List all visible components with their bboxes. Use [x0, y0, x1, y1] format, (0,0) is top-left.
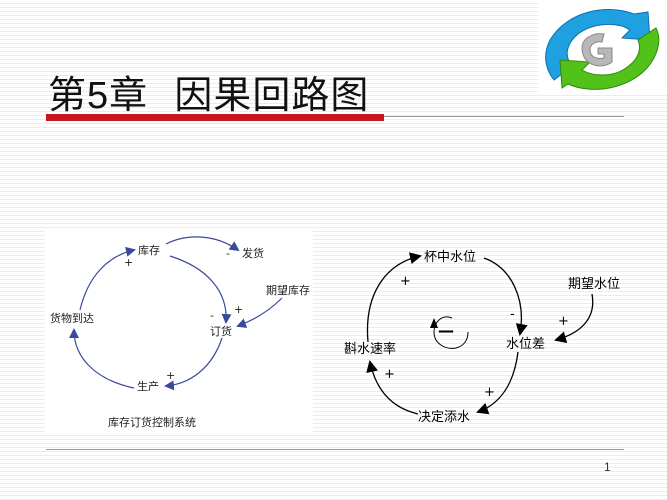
sign-decide-plus: + [484, 385, 495, 400]
arc-inventory-to-shipping [165, 236, 240, 252]
arc-ordering-to-production [164, 337, 223, 391]
sign-ordering-plus: + [234, 303, 243, 316]
node-shipping: 发货 [242, 246, 264, 260]
inventory-caption: 库存订货控制系统 [108, 415, 196, 429]
page-number: 1 [604, 460, 611, 474]
arc-desired-to-gap [554, 293, 594, 344]
arc-desired-to-ordering [236, 297, 283, 328]
title-number: 5 [87, 75, 110, 117]
node-inventory: 库存 [138, 243, 160, 257]
node-desired-inventory: 期望库存 [266, 283, 310, 297]
title-suffix: 章 [109, 73, 149, 117]
title-prefix: 第 [48, 73, 88, 117]
node-cup-level: 杯中水位 [424, 250, 476, 265]
arc-arrival-to-inventory [79, 246, 136, 311]
loop-indicator-arrowhead [430, 318, 438, 328]
arc-production-to-arrival [69, 328, 135, 389]
sign-pour-plus: + [384, 367, 395, 382]
title-underline-red [46, 114, 384, 121]
sign-production-plus: + [166, 369, 175, 382]
arc-inventory-to-ordering [169, 255, 232, 324]
node-pour-rate: 斟水速率 [344, 341, 396, 357]
node-goods-arrival: 货物到达 [50, 311, 94, 325]
logo [538, 0, 667, 92]
sign-shipping-minus: - [226, 247, 230, 260]
sign-desired-plus: + [558, 314, 569, 329]
node-production: 生产 [137, 379, 159, 393]
node-decide-add: 决定添水 [418, 410, 470, 425]
inventory-diagram-panel [45, 230, 313, 435]
title-underline-gray [384, 116, 624, 117]
sign-gap-minus: - [510, 307, 515, 322]
sign-cup-plus: + [400, 274, 411, 289]
node-level-gap: 水位差 [506, 337, 545, 352]
sign-inventory-plus: + [124, 256, 133, 269]
footer-rule [46, 449, 624, 450]
node-ordering: 订货 [210, 324, 232, 338]
title-text: 因果回路图 [174, 73, 370, 117]
arc-pour-to-cup [366, 252, 422, 343]
page-title: 第5章 因果回路图 [48, 64, 369, 119]
refresh-logo-icon [545, 9, 660, 90]
loop-indicator-arc [433, 316, 469, 349]
node-desired-level: 期望水位 [568, 276, 620, 292]
arc-gap-to-decide [476, 351, 519, 415]
arc-cup-to-gap [483, 257, 528, 336]
arc-decide-to-pour [366, 360, 419, 415]
sign-ordering-minus: - [210, 309, 214, 322]
loop-symbol: — [438, 321, 454, 340]
